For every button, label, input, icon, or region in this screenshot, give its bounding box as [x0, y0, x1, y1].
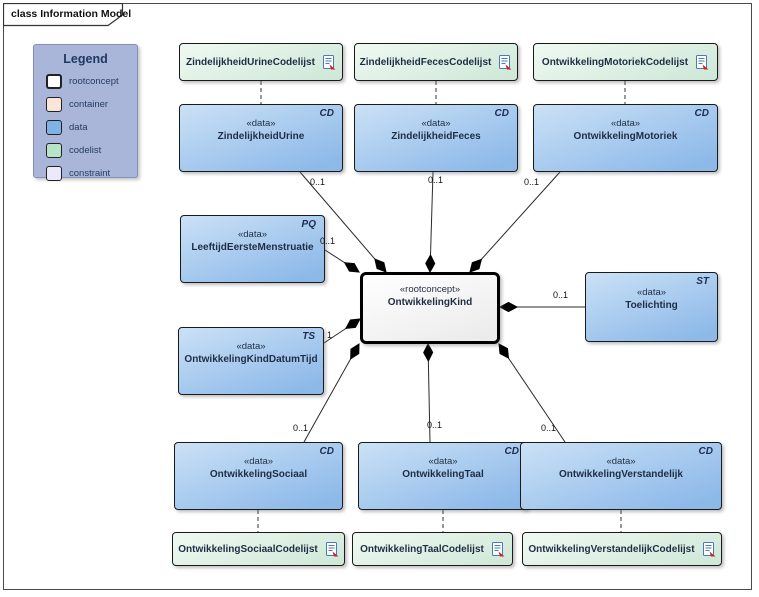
stereotype-label: «data»: [237, 228, 268, 240]
node-ontwikkeling-motoriek-codelijst[interactable]: OntwikkelingMotoriekCodelijst: [533, 43, 718, 81]
document-icon: [322, 54, 336, 70]
node-name: OntwikkelingTaal: [402, 468, 484, 480]
multiplicity-label: 0..1: [293, 423, 309, 433]
codelist-swatch: [46, 142, 62, 158]
node-zindelijkheid-urine[interactable]: CD «data» ZindelijkheidUrine: [179, 104, 343, 172]
node-ontwikkeling-verstandelijk[interactable]: CD «data» OntwikkelingVerstandelijk: [520, 442, 722, 510]
legend: Legend rootconcept container data codeli…: [33, 44, 138, 181]
node-name: OntwikkelingVerstandelijkCodelijst: [528, 543, 695, 555]
multiplicity-label: 0..1: [427, 420, 443, 430]
rootconcept-swatch: [46, 73, 62, 89]
stereotype-label: «data»: [246, 117, 276, 129]
data-swatch: [46, 119, 62, 135]
stereotype-label: «data»: [243, 455, 274, 467]
datatype-code: CD: [319, 446, 334, 457]
multiplicity-label: 0..1: [541, 423, 557, 433]
frame-title: class Information Model: [11, 8, 132, 20]
datatype-code: CD: [494, 108, 509, 119]
legend-item-codelist: codelist: [46, 142, 137, 158]
node-zindelijkheid-feces-codelijst[interactable]: ZindelijkheidFecesCodelijst: [354, 43, 518, 81]
legend-item-label: container: [69, 98, 109, 110]
document-icon: [491, 541, 505, 557]
legend-item-container: container: [46, 96, 137, 112]
codelist-connectors: [257, 81, 626, 532]
node-leeftijd-eerste-menstruatie[interactable]: PQ «data» LeeftijdEersteMenstruatie: [180, 215, 325, 283]
node-ontwikkeling-taal[interactable]: CD «data» OntwikkelingTaal: [358, 442, 528, 510]
node-name: OntwikkelingMotoriek: [573, 130, 678, 142]
node-zindelijkheid-urine-codelijst[interactable]: ZindelijkheidUrineCodelijst: [179, 43, 343, 81]
stereotype-label: «rootconcept»: [399, 283, 461, 295]
datatype-code: TS: [302, 331, 315, 342]
node-name: LeeftijdEersteMenstruatie: [191, 241, 314, 253]
composition-connectors: [299, 171, 585, 443]
node-name: ZindelijkheidFecesCodelijst: [359, 56, 492, 68]
node-name: ZindelijkheidFeces: [391, 130, 481, 142]
datatype-code: CD: [319, 108, 334, 119]
diagram-frame-tab: class Information Model: [3, 3, 131, 27]
node-name: Toelichting: [625, 299, 678, 311]
node-name: OntwikkelingVerstandelijk: [559, 468, 683, 480]
legend-item-constraint: constraint: [46, 165, 137, 181]
legend-item-rootconcept: rootconcept: [46, 73, 137, 89]
document-icon: [325, 541, 339, 557]
document-icon: [499, 54, 512, 70]
stereotype-label: «data»: [606, 455, 636, 467]
node-ontwikkeling-motoriek[interactable]: CD «data» OntwikkelingMotoriek: [533, 104, 718, 172]
node-ontwikkeling-sociaal-codelijst[interactable]: OntwikkelingSociaalCodelijst: [172, 532, 345, 566]
node-toelichting[interactable]: ST «data» Toelichting: [585, 272, 718, 342]
multiplicity-label: 1: [327, 330, 333, 340]
node-name: OntwikkelingTaalCodelijst: [360, 543, 484, 555]
legend-item-label: constraint: [69, 167, 111, 179]
stereotype-label: «data»: [428, 455, 458, 467]
node-ontwikkeling-kind[interactable]: «rootconcept» OntwikkelingKind: [360, 272, 500, 344]
document-icon: [696, 54, 709, 70]
node-ontwikkeling-verstandelijk-codelijst[interactable]: OntwikkelingVerstandelijkCodelijst: [522, 532, 722, 566]
stereotype-label: «data»: [636, 286, 667, 298]
multiplicity-label: 0..1: [310, 177, 326, 187]
node-name: OntwikkelingKindDatumTijd: [184, 353, 318, 365]
frame-tab-shape: [3, 3, 124, 27]
datatype-code: CD: [698, 446, 713, 457]
stereotype-label: «data»: [236, 340, 266, 352]
legend-item-label: data: [69, 121, 88, 133]
stereotype-label: «data»: [610, 117, 641, 129]
node-ontwikkeling-taal-codelijst[interactable]: OntwikkelingTaalCodelijst: [352, 532, 513, 566]
node-name: ZindelijkheidUrineCodelijst: [186, 56, 315, 68]
datatype-code: PQ: [301, 219, 316, 230]
multiplicity-label: 0..1: [524, 177, 540, 187]
node-zindelijkheid-feces[interactable]: CD «data» ZindelijkheidFeces: [354, 104, 518, 172]
node-name: OntwikkelingSociaalCodelijst: [178, 543, 318, 555]
datatype-code: CD: [504, 446, 519, 457]
legend-item-label: codelist: [69, 144, 102, 156]
node-name: OntwikkelingSociaal: [209, 468, 308, 480]
node-name: ZindelijkheidUrine: [217, 130, 305, 142]
node-name: OntwikkelingMotoriekCodelijst: [541, 56, 689, 68]
node-ontwikkeling-kind-datum-tijd[interactable]: TS «data» OntwikkelingKindDatumTijd: [178, 327, 324, 395]
multiplicity-label: 0..1: [320, 236, 336, 246]
multiplicity-label: 0..1: [428, 175, 444, 185]
legend-item-data: data: [46, 119, 137, 135]
datatype-code: CD: [694, 108, 709, 119]
node-name: OntwikkelingKind: [387, 296, 473, 308]
constraint-swatch: [46, 165, 62, 181]
legend-item-label: rootconcept: [69, 75, 119, 87]
legend-title: Legend: [63, 52, 108, 66]
container-swatch: [46, 96, 62, 112]
stereotype-label: «data»: [421, 117, 451, 129]
document-icon: [702, 541, 716, 557]
datatype-code: ST: [696, 276, 709, 287]
node-ontwikkeling-sociaal[interactable]: CD «data» OntwikkelingSociaal: [174, 442, 343, 510]
multiplicity-label: 0..1: [553, 290, 569, 300]
